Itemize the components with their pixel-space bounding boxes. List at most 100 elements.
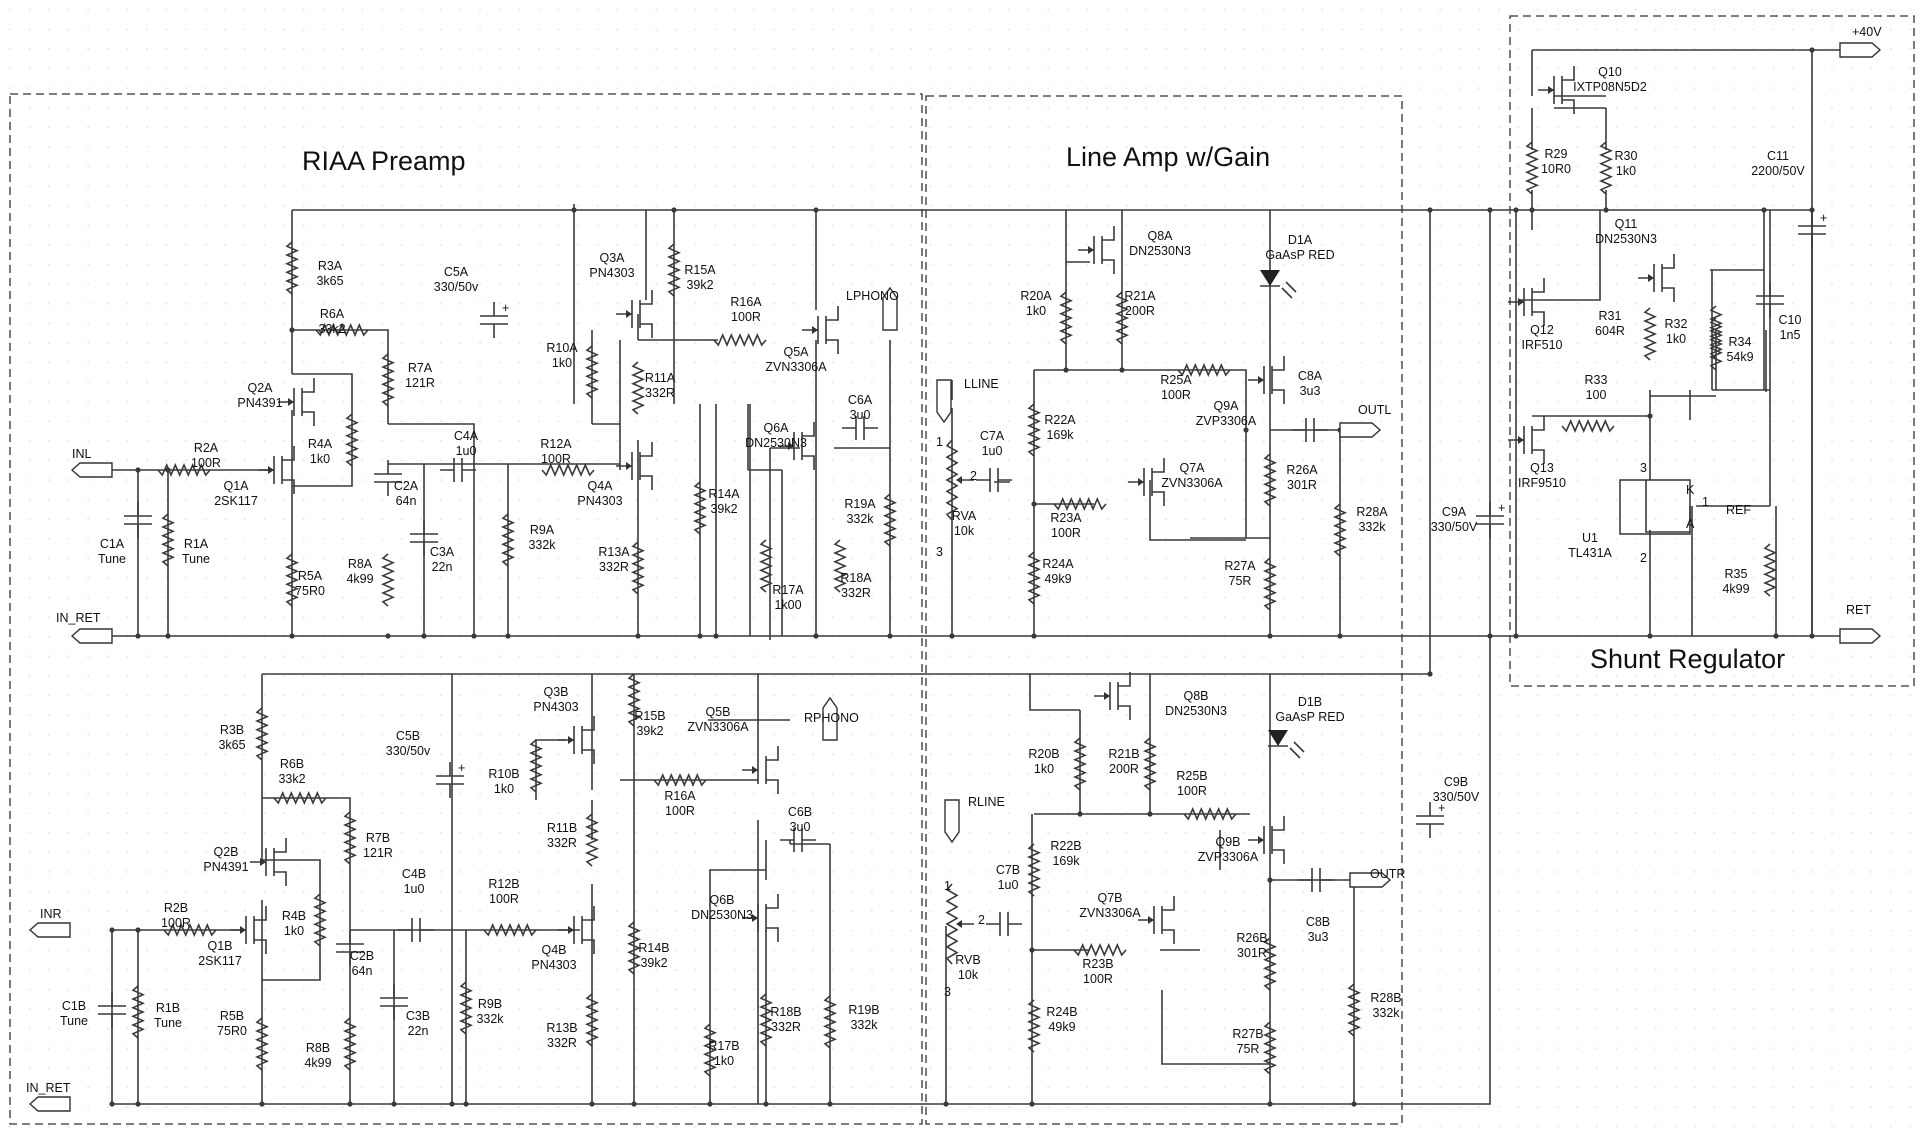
port-connector-8 (882, 286, 898, 331)
component-r25a (1177, 362, 1231, 378)
component-r5b (254, 1017, 270, 1071)
component-r17b (702, 1023, 718, 1077)
component-r6a (315, 322, 369, 338)
component-r2a (157, 462, 211, 478)
line-amp-section-box (925, 95, 1403, 1125)
port-inr-label: INR (40, 907, 62, 921)
component-c5a: + (480, 301, 509, 338)
port-inl-label: INL (72, 447, 92, 461)
component-r13b (584, 993, 600, 1047)
component-q8a (1078, 226, 1115, 274)
component-c7a (976, 468, 1012, 492)
port-connector-6 (1839, 42, 1882, 58)
component-u1 (1619, 479, 1691, 535)
port-connector-2 (70, 628, 113, 644)
shunt-top-wiring (1531, 50, 1607, 210)
component-q3b (558, 716, 595, 764)
component-c7b (986, 912, 1022, 936)
component-q12 (1508, 278, 1545, 326)
component-c2b (336, 930, 364, 966)
component-r19b (822, 995, 838, 1049)
component-rvb (945, 883, 974, 965)
component-r10a (584, 345, 600, 399)
component-r1b (130, 985, 146, 1039)
port-connector-9 (822, 696, 838, 741)
port-connector-7 (1839, 628, 1882, 644)
component-c10 (1756, 282, 1784, 318)
component-r17a (758, 539, 774, 593)
port-lphono-label: LPHONO (846, 289, 899, 303)
component-c3b (380, 984, 408, 1020)
component-r3b (254, 707, 270, 761)
component-r9b (458, 981, 474, 1035)
port-rline-label: RLINE (968, 795, 1005, 809)
component-r14b (626, 921, 642, 975)
component-r32 (1708, 317, 1724, 371)
line-a-wiring (951, 210, 1350, 636)
component-c5b: + (436, 761, 465, 798)
port-outl-label: OUTL (1358, 403, 1391, 417)
port-connector-10 (936, 379, 952, 424)
component-c9b: + (1416, 801, 1445, 838)
component-rva (945, 439, 974, 521)
component-q6b (742, 894, 779, 942)
u1-pin-k: K (1686, 483, 1695, 497)
component-q10 (1538, 66, 1575, 114)
component-r4a (344, 413, 360, 467)
component-q9b (1248, 816, 1285, 864)
component-q7a (1128, 458, 1165, 506)
component-r18a (832, 539, 848, 593)
polarity-mark: + (1820, 211, 1827, 225)
port-connector-1 (28, 922, 71, 938)
component-q11 (1638, 254, 1675, 302)
component-r12a (541, 462, 595, 478)
component-r20a (1058, 291, 1074, 345)
component-r24a (1026, 551, 1042, 605)
component-r31 (1642, 307, 1658, 361)
component-r27b (1262, 1021, 1278, 1075)
component-r11a (630, 361, 646, 415)
component-r1a (160, 513, 176, 567)
component-d1a (1260, 270, 1297, 299)
u1-pin-ref: REF (1726, 503, 1751, 517)
component-r23b (1073, 942, 1127, 958)
component-r29 (1524, 141, 1540, 195)
